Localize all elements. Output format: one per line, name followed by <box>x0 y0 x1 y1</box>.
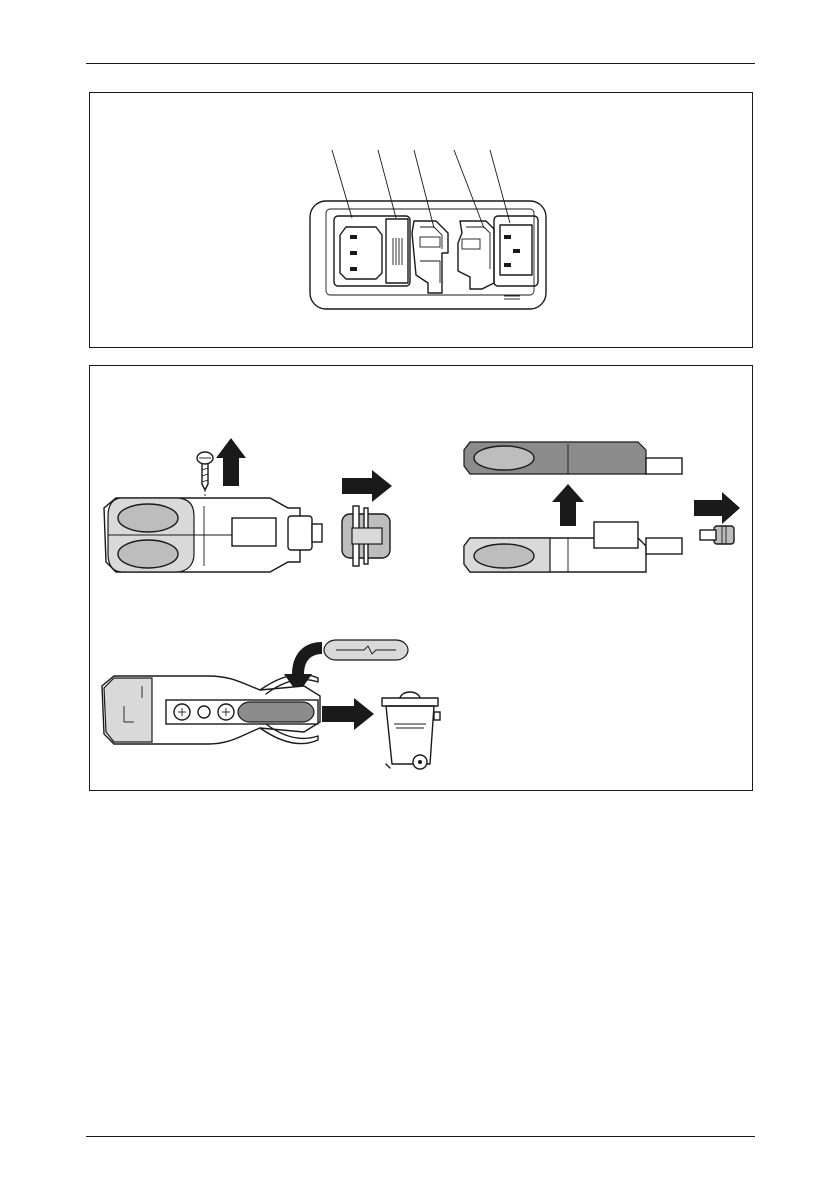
fuse-holder-lower-icon <box>464 522 682 572</box>
grommet-icon <box>342 506 390 566</box>
arrow-right-icon <box>694 492 740 524</box>
clip-icon <box>412 221 448 293</box>
header-rule <box>86 63 755 64</box>
callout-line-5 <box>490 150 510 223</box>
waste-bin-icon <box>382 692 440 769</box>
power-outlet-icon <box>494 216 538 286</box>
callout-line-3 <box>414 150 434 228</box>
cap-icon <box>700 526 734 544</box>
figure-fuse-replacement <box>89 365 753 791</box>
fuse-holder-icon <box>104 498 322 572</box>
arrow-up-icon <box>216 438 246 486</box>
callout-line-2 <box>378 150 396 218</box>
rear-panel-inset <box>326 209 534 295</box>
fuse-holder-cover-icon <box>464 442 682 474</box>
figure-rear-panel <box>89 92 753 348</box>
footer-rule <box>86 1136 755 1137</box>
arrow-right-icon <box>322 698 374 730</box>
fuse-drawer-icon <box>386 219 408 283</box>
fuse-replacement-drawing <box>90 366 752 790</box>
new-fuse-icon <box>324 640 408 660</box>
callout-line-4 <box>454 150 484 228</box>
open-fuse-holder-icon <box>102 674 320 744</box>
arrow-right-icon <box>342 470 392 502</box>
arrow-up-icon <box>552 484 584 526</box>
clip-icon <box>458 221 494 289</box>
screw-icon <box>197 452 213 502</box>
rear-panel-drawing <box>90 93 752 347</box>
callout-line-1 <box>332 150 352 218</box>
